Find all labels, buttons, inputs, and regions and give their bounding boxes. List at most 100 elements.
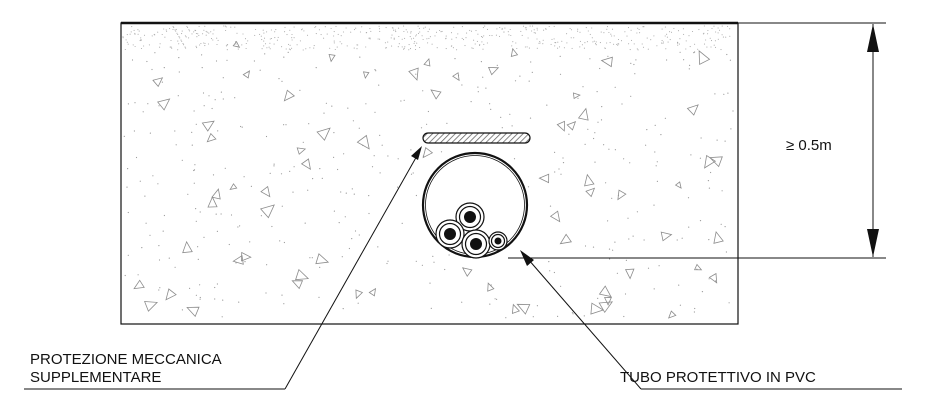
speckle: [450, 45, 452, 47]
speckle: [532, 316, 534, 318]
speckle: [342, 308, 344, 310]
aggregate-triangle: [598, 301, 614, 314]
speckle: [548, 261, 550, 263]
speckle: [170, 39, 172, 42]
speckle: [287, 51, 289, 54]
speckle: [302, 49, 304, 51]
speckle: [549, 205, 552, 207]
speckle: [379, 30, 381, 32]
speckle: [542, 39, 544, 41]
speckle: [708, 278, 710, 280]
speckle: [275, 29, 277, 31]
speckle: [669, 31, 671, 33]
speckle: [662, 42, 664, 44]
speckle: [677, 42, 679, 44]
speckle: [694, 307, 696, 310]
speckle: [329, 47, 331, 49]
speckle: [247, 40, 249, 42]
speckle: [694, 43, 696, 45]
speckle: [129, 33, 131, 35]
speckle: [313, 47, 315, 49]
speckle: [653, 288, 655, 290]
speckle: [611, 197, 613, 199]
speckle: [393, 38, 395, 40]
aggregate-triangle: [584, 173, 595, 187]
speckle: [197, 246, 199, 248]
speckle: [126, 34, 128, 36]
speckle: [281, 294, 283, 296]
speckle: [325, 102, 327, 104]
speckle: [284, 31, 286, 33]
speckle: [159, 43, 161, 45]
speckle: [636, 48, 638, 50]
speckle: [666, 33, 668, 35]
speckle: [714, 93, 716, 95]
speckle: [354, 230, 357, 232]
speckle: [638, 28, 640, 31]
speckle: [250, 185, 252, 187]
speckle: [381, 144, 383, 146]
speckle: [727, 92, 729, 94]
aggregate-triangle: [572, 92, 581, 100]
speckle: [678, 43, 680, 45]
speckle: [582, 86, 584, 88]
speckle: [343, 153, 345, 155]
speckle: [124, 48, 126, 51]
speckle: [195, 208, 197, 210]
speckle: [616, 43, 618, 45]
speckle: [439, 29, 441, 32]
speckle: [403, 30, 405, 33]
speckle: [630, 29, 632, 31]
speckle: [197, 258, 199, 260]
speckle: [284, 26, 286, 28]
speckle: [269, 38, 271, 40]
speckle: [301, 28, 303, 30]
speckle: [553, 271, 556, 274]
speckle: [269, 172, 271, 174]
speckle: [418, 27, 420, 30]
aggregate-triangle: [328, 54, 336, 63]
speckle: [203, 42, 205, 44]
speckle: [264, 53, 266, 55]
speckle: [199, 298, 201, 300]
speckle: [335, 25, 337, 27]
speckle: [127, 43, 129, 45]
aggregate-triangle: [461, 267, 473, 277]
speckle: [414, 48, 417, 51]
aggregate-triangle: [693, 263, 703, 271]
speckle: [606, 26, 609, 28]
speckle: [670, 31, 673, 33]
speckle: [198, 25, 200, 27]
speckle: [490, 108, 492, 110]
speckle: [528, 47, 530, 49]
speckle: [397, 158, 399, 160]
speckle: [539, 42, 541, 44]
speckle: [147, 103, 149, 105]
speckle: [410, 32, 412, 34]
speckle: [636, 32, 638, 34]
speckle: [432, 255, 434, 257]
speckle: [661, 42, 663, 44]
aggregate-triangle: [186, 306, 200, 318]
speckle: [424, 26, 426, 28]
speckle: [230, 214, 233, 216]
speckle: [550, 43, 552, 45]
speckle: [587, 128, 589, 130]
speckle: [403, 25, 405, 27]
speckle: [422, 90, 424, 92]
speckle: [203, 236, 205, 238]
speckle: [177, 40, 179, 42]
speckle: [281, 46, 283, 48]
speckle: [283, 303, 285, 305]
speckle: [320, 34, 322, 36]
aggregate-triangle: [207, 196, 218, 208]
speckle: [358, 234, 360, 236]
speckle: [677, 30, 680, 32]
aggregate-triangle: [143, 301, 159, 312]
speckle: [268, 46, 270, 48]
speckle: [593, 137, 595, 140]
aggregate-triangle: [182, 240, 193, 254]
speckle: [401, 222, 403, 224]
speckle: [614, 149, 617, 151]
speckle: [427, 42, 429, 44]
